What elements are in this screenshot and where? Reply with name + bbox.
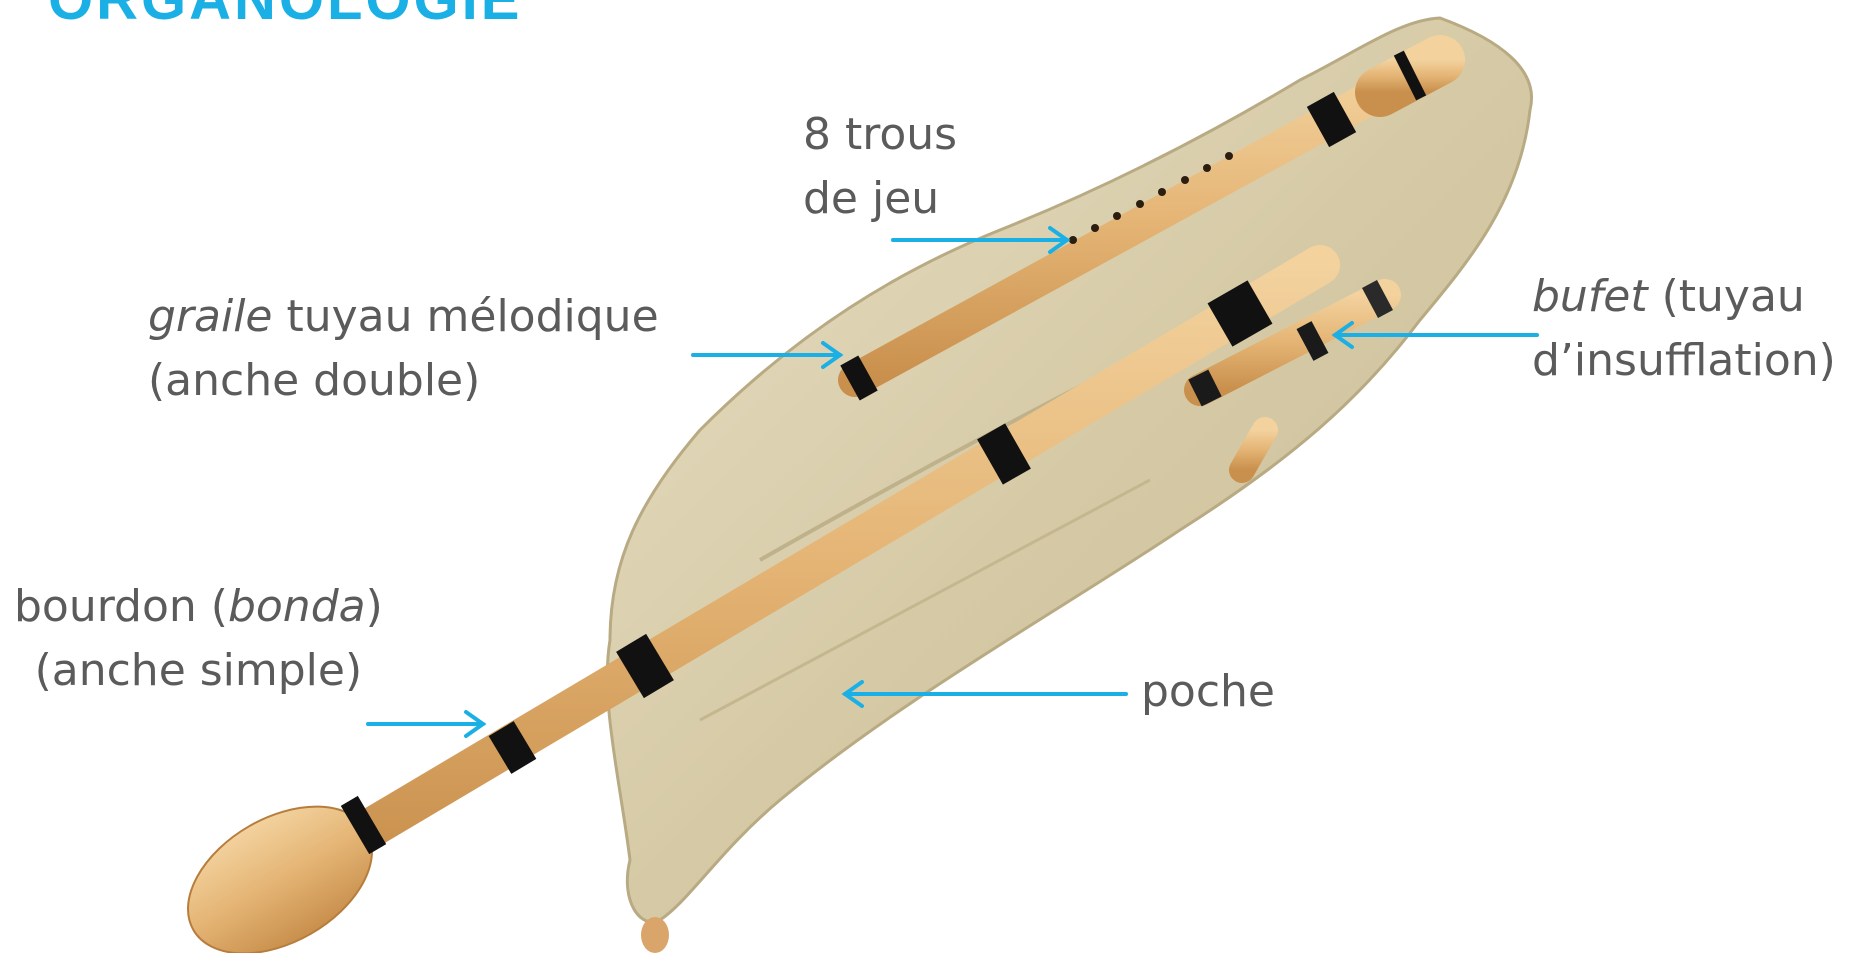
label-graile-line1: graile tuyau mélodique [148, 285, 659, 349]
label-bourdon-pre: bourdon ( [14, 581, 228, 632]
label-poche: poche [1141, 660, 1275, 724]
label-graile-rest: tuyau mélodique [273, 291, 659, 342]
label-trous: 8 trous de jeu [803, 103, 957, 231]
finger-hole [1091, 224, 1099, 232]
label-graile-line2: (anche double) [148, 349, 659, 413]
bag-stock [641, 917, 669, 953]
label-bufet: bufet (tuyau d’insufflation) [1532, 265, 1836, 393]
label-bourdon-line1: bourdon (bonda) [14, 575, 383, 639]
label-bufet-rest: (tuyau [1648, 271, 1805, 322]
bourdon-bell [162, 776, 397, 953]
bag-shape [607, 18, 1531, 922]
label-bufet-line2: d’insufflation) [1532, 329, 1836, 393]
label-trous-line1: 8 trous [803, 103, 957, 167]
finger-hole [1158, 188, 1166, 196]
finger-hole [1225, 152, 1233, 160]
finger-hole [1181, 176, 1189, 184]
label-bufet-line1: bufet (tuyau [1532, 265, 1836, 329]
finger-hole [1136, 200, 1144, 208]
label-bourdon-line2: (anche simple) [14, 639, 383, 703]
label-bourdon: bourdon (bonda) (anche simple) [14, 575, 383, 703]
label-bufet-term: bufet [1532, 271, 1648, 322]
label-trous-line2: de jeu [803, 167, 957, 231]
label-bourdon-post: ) [366, 581, 383, 632]
label-graile-term: graile [148, 291, 273, 342]
label-graile: graile tuyau mélodique (anche double) [148, 285, 659, 413]
label-bourdon-term: bonda [228, 581, 366, 632]
finger-hole [1113, 212, 1121, 220]
finger-hole [1203, 164, 1211, 172]
